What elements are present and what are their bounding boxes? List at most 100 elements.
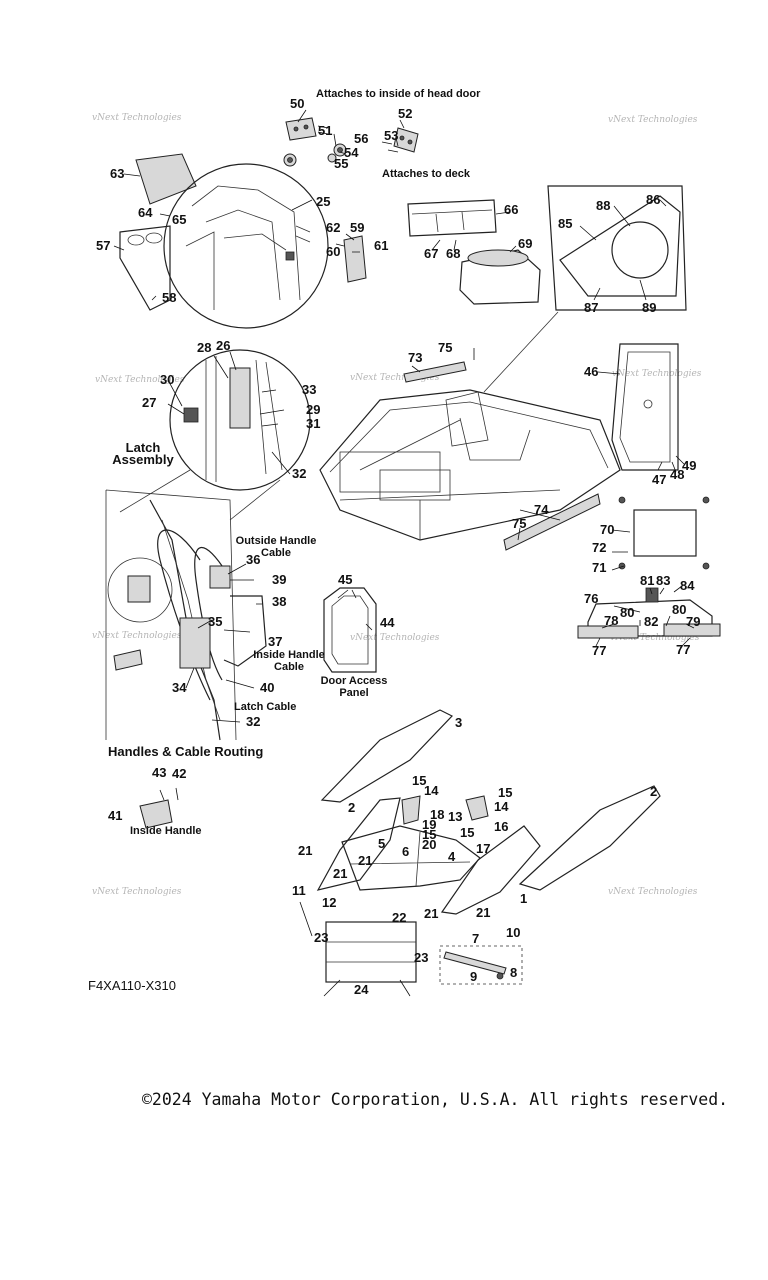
callout-49: 49	[682, 458, 696, 473]
callout-40: 40	[260, 680, 274, 695]
callout-44: 44	[380, 615, 395, 630]
console-detail-circle	[163, 163, 329, 329]
callout-15: 15	[498, 785, 512, 800]
callout-32: 32	[246, 714, 260, 729]
switch-panel	[343, 235, 367, 283]
watermark: vNext Technologies	[350, 633, 440, 643]
callout-77: 77	[676, 642, 690, 657]
latch-body	[229, 367, 251, 429]
callout-34: 34	[172, 680, 187, 695]
handles-routing-caption: Handles & Cable Routing	[108, 744, 263, 759]
callout-64: 64	[138, 205, 153, 220]
callout-41: 41	[108, 808, 122, 823]
callout-24: 24	[354, 982, 369, 997]
side-window-left	[316, 797, 401, 891]
callout-66: 66	[504, 202, 518, 217]
callout-25: 25	[316, 194, 330, 209]
callout-11: 11	[292, 883, 306, 898]
access-panel-box	[547, 185, 687, 311]
callout-75: 75	[512, 516, 526, 531]
callout-54: 54	[344, 145, 359, 160]
callout-38: 38	[272, 594, 286, 609]
watermark: vNext Technologies	[610, 633, 700, 643]
callout-82: 82	[644, 614, 658, 629]
callout-21: 21	[476, 905, 490, 920]
callout-20: 20	[422, 837, 436, 852]
access-panel	[559, 195, 681, 297]
copyright-notice: ©2024 Yamaha Motor Corporation, U.S.A. A…	[142, 1090, 729, 1109]
hatch-door	[611, 343, 679, 471]
callout-81: 81	[640, 573, 654, 588]
bracket-plate	[393, 127, 419, 153]
bracket-plate	[285, 117, 317, 141]
callout-84: 84	[680, 578, 695, 593]
latch-and-hull-group	[119, 311, 721, 639]
windshield-main	[341, 825, 481, 891]
callout-43: 43	[152, 765, 166, 780]
windshield-trim-3	[320, 709, 453, 803]
callout-8: 8	[510, 965, 517, 980]
leader-lines	[113, 109, 695, 723]
callout-22: 22	[392, 910, 406, 925]
callout-71: 71	[592, 560, 606, 575]
cup-holder	[119, 225, 171, 311]
latch-cable-caption: Latch Cable	[234, 701, 296, 713]
callout-36: 36	[246, 552, 260, 567]
callout-26: 26	[216, 338, 230, 353]
callout-21: 21	[298, 843, 312, 858]
callout-33: 33	[302, 382, 316, 397]
callout-19: 19	[422, 817, 436, 832]
handles-routing-group	[105, 489, 377, 829]
latch-detail-circle	[169, 349, 311, 491]
callout-57: 57	[96, 238, 110, 253]
drawing-code: F4XA110-X310	[88, 978, 176, 993]
callout-83: 83	[656, 573, 670, 588]
callout-75: 75	[438, 340, 452, 355]
callout-39: 39	[272, 572, 286, 587]
callout-74: 74	[534, 502, 549, 517]
latch-zoom	[107, 557, 173, 623]
callout-47: 47	[652, 472, 666, 487]
inspection-ring	[611, 221, 669, 279]
watermark: vNext Technologies	[350, 373, 440, 383]
callout-78: 78	[604, 613, 618, 628]
callout-87: 87	[584, 300, 598, 315]
callout-73: 73	[408, 350, 422, 365]
callout-88: 88	[596, 198, 610, 213]
callout-2: 2	[348, 800, 355, 815]
callout-14: 14	[424, 783, 439, 798]
inside-latch	[179, 617, 211, 669]
callout-60: 60	[326, 244, 340, 259]
callout-2: 2	[650, 784, 657, 799]
outside-handle	[209, 565, 231, 589]
callout-31: 31	[306, 416, 320, 431]
door-access-panel	[323, 587, 377, 673]
callout-62: 62	[326, 220, 340, 235]
head-door-note: Attaches to inside of head door	[316, 88, 481, 100]
plate-70	[633, 509, 697, 557]
callout-23: 23	[314, 930, 328, 945]
callout-45: 45	[338, 572, 352, 587]
watermark: vNext Technologies	[608, 887, 698, 897]
callout-70: 70	[600, 522, 614, 537]
head-door-group	[119, 117, 687, 329]
deck-note: Attaches to deck	[382, 168, 471, 180]
callouts: 1 2 2 3 4 5 6 7 8 9 10 11 12 13 14 14 15…	[96, 96, 700, 997]
callout-35: 35	[208, 614, 222, 629]
callout-6: 6	[402, 844, 409, 859]
boat-hull	[319, 389, 621, 541]
watermark: vNext Technologies	[608, 115, 698, 125]
callout-52: 52	[398, 106, 412, 121]
watermark: vNext Technologies	[95, 375, 185, 385]
callout-72: 72	[592, 540, 606, 555]
callout-77: 77	[592, 643, 606, 658]
watermark: vNext Technologies	[92, 113, 182, 123]
callout-68: 68	[446, 246, 460, 261]
callout-51: 51	[318, 123, 332, 138]
callout-89: 89	[642, 300, 656, 315]
callout-3: 3	[455, 715, 462, 730]
callout-29: 29	[306, 402, 320, 417]
